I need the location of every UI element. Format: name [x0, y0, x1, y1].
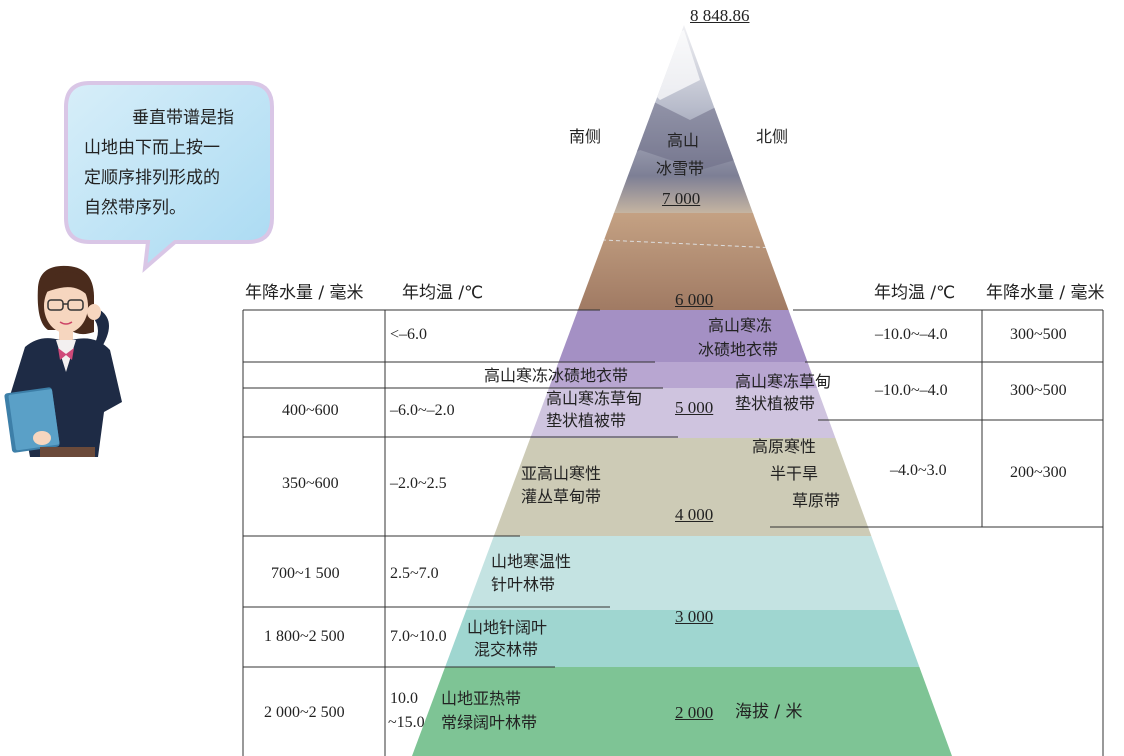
right-temp-row1: –10.0~–4.0	[875, 326, 948, 343]
tundra-north-label-2: 冰碛地衣带	[698, 340, 779, 359]
bubble-line-4: 自然带序列。	[84, 198, 186, 218]
elevation-3000: 3 000	[675, 607, 714, 626]
steppe-label-2: 半干旱	[770, 464, 819, 483]
right-precip-row1: 300~500	[1010, 326, 1067, 343]
mixed-label-1: 山地针阔叶	[467, 618, 548, 637]
right-table-lines	[770, 309, 1104, 756]
elevation-5000: 5 000	[675, 398, 714, 417]
broadleaf-label-2: 常绿阔叶林带	[441, 713, 538, 732]
left-temp-row6-line2: ~15.0	[388, 714, 425, 731]
elevation-6000: 6 000	[675, 290, 714, 309]
left-precip-row3: 350~600	[282, 475, 339, 492]
left-precip-row6: 2 000~2 500	[264, 704, 345, 721]
meadow-south-label-1: 高山寒冻草甸	[546, 389, 643, 408]
snow-zone-label-1: 高山	[667, 131, 700, 150]
elevation-7000: 7 000	[662, 189, 701, 208]
steppe-label-1: 高原寒性	[752, 437, 817, 456]
tundra-north-label-1: 高山寒冻	[708, 316, 773, 335]
left-temp-row6-line1: 10.0	[390, 690, 418, 707]
speech-bubble	[64, 81, 274, 273]
elevation-4000: 4 000	[675, 505, 714, 524]
altitude-unit-label: 海拔 / 米	[735, 702, 803, 722]
meadow-north-label-2: 垫状植被带	[735, 394, 816, 413]
bubble-line-2: 山地由下而上按一	[84, 138, 220, 158]
right-temp-row2: –10.0~–4.0	[875, 382, 948, 399]
conifer-label-1: 山地寒温性	[491, 552, 572, 571]
conifer-label-2: 针叶林带	[491, 575, 556, 594]
left-table-lines	[242, 309, 678, 756]
left-precip-row5: 1 800~2 500	[264, 628, 345, 645]
left-temp-row4: 2.5~7.0	[390, 565, 439, 582]
right-precip-header: 年降水量 / 毫米	[986, 283, 1105, 303]
left-temp-row3: –2.0~2.5	[390, 475, 447, 492]
left-precip-header: 年降水量 / 毫米	[245, 283, 364, 303]
right-precip-row3: 200~300	[1010, 464, 1067, 481]
left-temp-row5: 7.0~10.0	[390, 628, 447, 645]
snow-zone-label-2: 冰雪带	[656, 159, 705, 178]
north-side-label: 北侧	[756, 127, 789, 146]
conifer-zone-fill	[412, 536, 952, 610]
shrub-label-1: 亚高山寒性	[521, 464, 602, 483]
steppe-label-3: 草原带	[792, 491, 841, 510]
right-temp-row3: –4.0~3.0	[890, 462, 947, 479]
left-temp-row1: <–6.0	[390, 326, 428, 343]
right-temp-header: 年均温 /℃	[874, 283, 956, 303]
broadleaf-zone-fill	[412, 667, 952, 756]
bubble-line-1: 垂直带谱是指	[132, 108, 234, 128]
south-side-label: 南侧	[569, 127, 602, 146]
left-precip-row4: 700~1 500	[271, 565, 340, 582]
left-precip-row2: 400~600	[282, 402, 339, 419]
left-temp-row2: –6.0~–2.0	[390, 402, 455, 419]
broadleaf-label-1: 山地亚热带	[441, 689, 522, 708]
meadow-north-label-1: 高山寒冻草甸	[735, 372, 832, 391]
mixed-zone-fill	[412, 610, 952, 667]
tundra-south-label: 高山寒冻冰碛地衣带	[484, 366, 629, 385]
left-temp-header: 年均温 /℃	[402, 283, 484, 303]
bubble-line-3: 定顺序排列形成的	[84, 168, 220, 188]
peak-elevation: 8 848.86	[690, 6, 750, 25]
shrub-label-2: 灌丛草甸带	[521, 487, 602, 506]
elevation-2000: 2 000	[675, 703, 714, 722]
meadow-south-label-2: 垫状植被带	[546, 411, 627, 430]
teacher-illustration	[4, 265, 122, 457]
mixed-label-2: 混交林带	[474, 640, 539, 659]
right-precip-row2: 300~500	[1010, 382, 1067, 399]
